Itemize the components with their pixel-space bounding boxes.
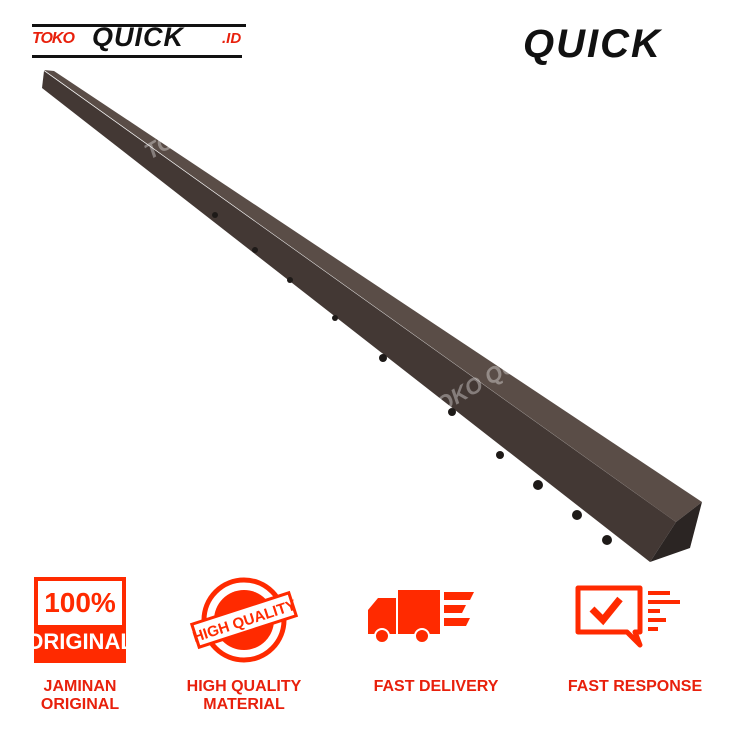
logo-id: .ID	[222, 30, 242, 47]
badge-fast-response: FAST RESPONSE	[555, 570, 715, 696]
badge-label: MATERIAL	[203, 696, 285, 713]
badge-label: FAST RESPONSE	[567, 678, 703, 695]
logo-line-top	[32, 24, 246, 27]
bar-holes	[212, 212, 612, 545]
logo-quick: QUICK	[92, 22, 184, 52]
tokoquick-logo: TOKO QUICK .ID	[32, 22, 246, 58]
bar-top-face	[44, 70, 702, 522]
badge-label: ORIGINAL	[40, 696, 120, 713]
bar-end-face	[650, 502, 702, 562]
badge-label: JAMINAN	[43, 678, 117, 695]
bar-side-face	[42, 71, 676, 562]
badge-label: HIGH QUALITY	[186, 678, 302, 695]
badge-fast-delivery: FAST DELIVERY	[356, 570, 516, 696]
logo-toko: TOKO	[32, 30, 75, 47]
chat-check-icon	[575, 585, 680, 648]
logo-line-bottom	[32, 55, 242, 58]
high-quality-stamp-icon: HIGH QUALITY	[189, 577, 298, 663]
badge-100: 100%	[44, 587, 116, 618]
watermark: TOKO QUICK.ID	[140, 58, 298, 164]
badge-original-text: ORIGINAL	[26, 625, 134, 659]
quick-brand-logo: QUICK	[523, 22, 662, 66]
delivery-truck-icon	[368, 590, 474, 644]
original-badge-icon: 100% ORIGINAL	[26, 577, 134, 663]
badge-label: FAST DELIVERY	[373, 678, 499, 695]
